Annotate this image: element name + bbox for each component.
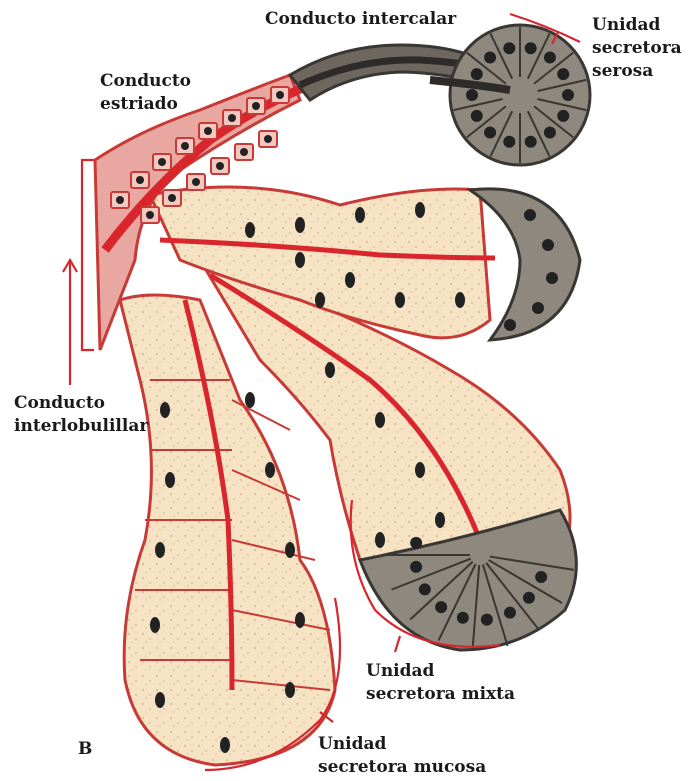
serous-nucleus (435, 601, 447, 613)
mucous-nucleus (415, 202, 425, 218)
serous-nucleus (532, 302, 544, 314)
mucous-nucleus (245, 392, 255, 408)
serous-nucleus (523, 592, 535, 604)
label-conducto-interlobulillar-1: Conducto (14, 392, 105, 414)
mucous-nucleus (295, 252, 305, 268)
serous-nucleus (471, 110, 483, 122)
label-unidad-mucosa-1: Unidad (318, 733, 386, 755)
label-conducto-interlobulillar-2: interlobulillar (14, 415, 148, 437)
duct-cell-nucleus (192, 178, 200, 186)
serous-nucleus (457, 612, 469, 624)
duct-cell-nucleus (216, 162, 224, 170)
duct-cell-nucleus (228, 114, 236, 122)
mucous-nucleus (415, 462, 425, 478)
mucous-nucleus (220, 737, 230, 753)
label-conducto-estriado-1: Conducto (100, 70, 191, 92)
mucous-nucleus (295, 217, 305, 233)
mucous-nucleus (265, 462, 275, 478)
mucous-nucleus (160, 402, 170, 418)
duct-cell-nucleus (181, 142, 189, 150)
mucous-nucleus (155, 542, 165, 558)
mucous-nucleus (285, 542, 295, 558)
serous-nucleus (503, 42, 515, 54)
serous-nucleus (484, 51, 496, 63)
serous-nucleus (503, 136, 515, 148)
label-unidad-serosa-1: Unidad (592, 14, 660, 36)
mucous-nucleus (395, 292, 405, 308)
mucous-nucleus (285, 682, 295, 698)
serous-nucleus (557, 68, 569, 80)
serous-nucleus (562, 89, 574, 101)
mucous-nucleus (295, 612, 305, 628)
serous-nucleus (484, 127, 496, 139)
serous-nucleus (546, 272, 558, 284)
mucous-nucleus (355, 207, 365, 223)
mucous-nucleus (375, 412, 385, 428)
mucous-nucleus (165, 472, 175, 488)
serous-nucleus (410, 561, 422, 573)
label-conducto-intercalar: Conducto intercalar (265, 8, 456, 30)
duct-cell-nucleus (116, 196, 124, 204)
serous-nucleus (525, 42, 537, 54)
duct-cell-nucleus (168, 194, 176, 202)
label-unidad-mucosa-2: secretora mucosa (318, 756, 486, 778)
bracket-interlobular (82, 160, 94, 350)
mucous-nucleus (150, 617, 160, 633)
serous-nucleus (471, 68, 483, 80)
serous-acinus-top (430, 25, 590, 165)
serous-nucleus (524, 209, 536, 221)
serous-nucleus (481, 614, 493, 626)
label-unidad-serosa-2: secretora (592, 37, 682, 59)
duct-cell-nucleus (136, 176, 144, 184)
duct-cell-nucleus (158, 158, 166, 166)
mucous-nucleus (315, 292, 325, 308)
serous-nucleus (544, 127, 556, 139)
serous-nucleus (525, 136, 537, 148)
label-unidad-mixta-2: secretora mixta (366, 683, 515, 705)
serous-nucleus (466, 89, 478, 101)
mucous-nucleus (345, 272, 355, 288)
intercalated-duct (290, 45, 470, 100)
mucous-nucleus (455, 292, 465, 308)
figure-letter: B (78, 738, 92, 760)
mucous-nucleus (325, 362, 335, 378)
serous-nucleus (504, 319, 516, 331)
duct-cell-nucleus (146, 211, 154, 219)
label-conducto-estriado-2: estriado (100, 93, 178, 115)
serous-nucleus (419, 583, 431, 595)
serous-nucleus (504, 607, 516, 619)
duct-cell-nucleus (240, 148, 248, 156)
serous-nucleus (557, 110, 569, 122)
mucous-nucleus (435, 512, 445, 528)
duct-cell-nucleus (276, 91, 284, 99)
serous-nucleus (410, 537, 422, 549)
label-unidad-mixta-1: Unidad (366, 660, 434, 682)
duct-cell-nucleus (252, 102, 260, 110)
duct-cell-nucleus (264, 135, 272, 143)
label-unidad-serosa-3: serosa (592, 60, 653, 82)
duct-cell-nucleus (204, 127, 212, 135)
mucous-nucleus (375, 532, 385, 548)
arrow-interlobular (63, 260, 77, 385)
serous-nucleus (542, 239, 554, 251)
serous-nucleus (544, 51, 556, 63)
serous-nucleus (535, 571, 547, 583)
mucous-nucleus (245, 222, 255, 238)
mucous-nucleus (155, 692, 165, 708)
